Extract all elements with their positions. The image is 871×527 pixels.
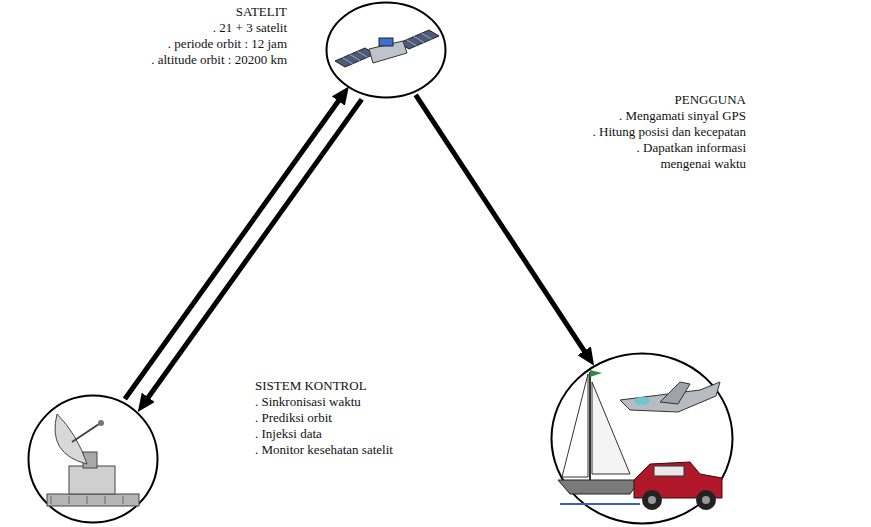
bullet-item: . altitude orbit : 20200 km [151,52,287,68]
dish-illustration [47,414,139,506]
users-illustration [558,370,722,510]
bullet-item: . Injeksi data [255,426,393,442]
arrow-connector [145,99,362,402]
text-block: SISTEM KONTROL. Sinkronisasi waktu. Pred… [255,378,393,458]
bullet-item: . Sinkronisasi waktu [255,394,393,410]
bullet-item: . Prediksi orbit [255,410,393,426]
heading: PENGGUNA [593,92,746,108]
bullet-item: . 21 + 3 satelit [151,20,287,36]
bullet-item: . Monitor kesehatan satelit [255,442,393,458]
heading: SISTEM KONTROL [255,378,393,394]
text-block: SATELIT. 21 + 3 satelit. periode orbit :… [151,4,287,68]
control-circle: SISTEM KONTROL. Sinkronisasi waktu. Pred… [27,394,159,524]
bullet-item: . periode orbit : 12 jam [151,36,287,52]
heading: SATELIT [151,4,287,20]
satellite-circle: SATELIT. 21 + 3 satelit. periode orbit :… [325,1,447,99]
arrow-connector [416,95,588,356]
bullet-item: . Hitung posisi dan kecepatan [593,124,746,140]
text-block: PENGGUNA. Mengamati sinyal GPS. Hitung p… [593,92,746,172]
bullet-item: . Mengamati sinyal GPS [593,108,746,124]
circle-outline [27,394,159,524]
circle-outline [550,352,734,525]
bullet-item: . Dapatkan informasi mengenai waktu [621,140,746,172]
sat-illustration [335,30,439,67]
arrow-connector [125,96,342,399]
user-circle: PENGGUNA. Mengamati sinyal GPS. Hitung p… [550,352,734,525]
circle-outline [325,1,447,99]
